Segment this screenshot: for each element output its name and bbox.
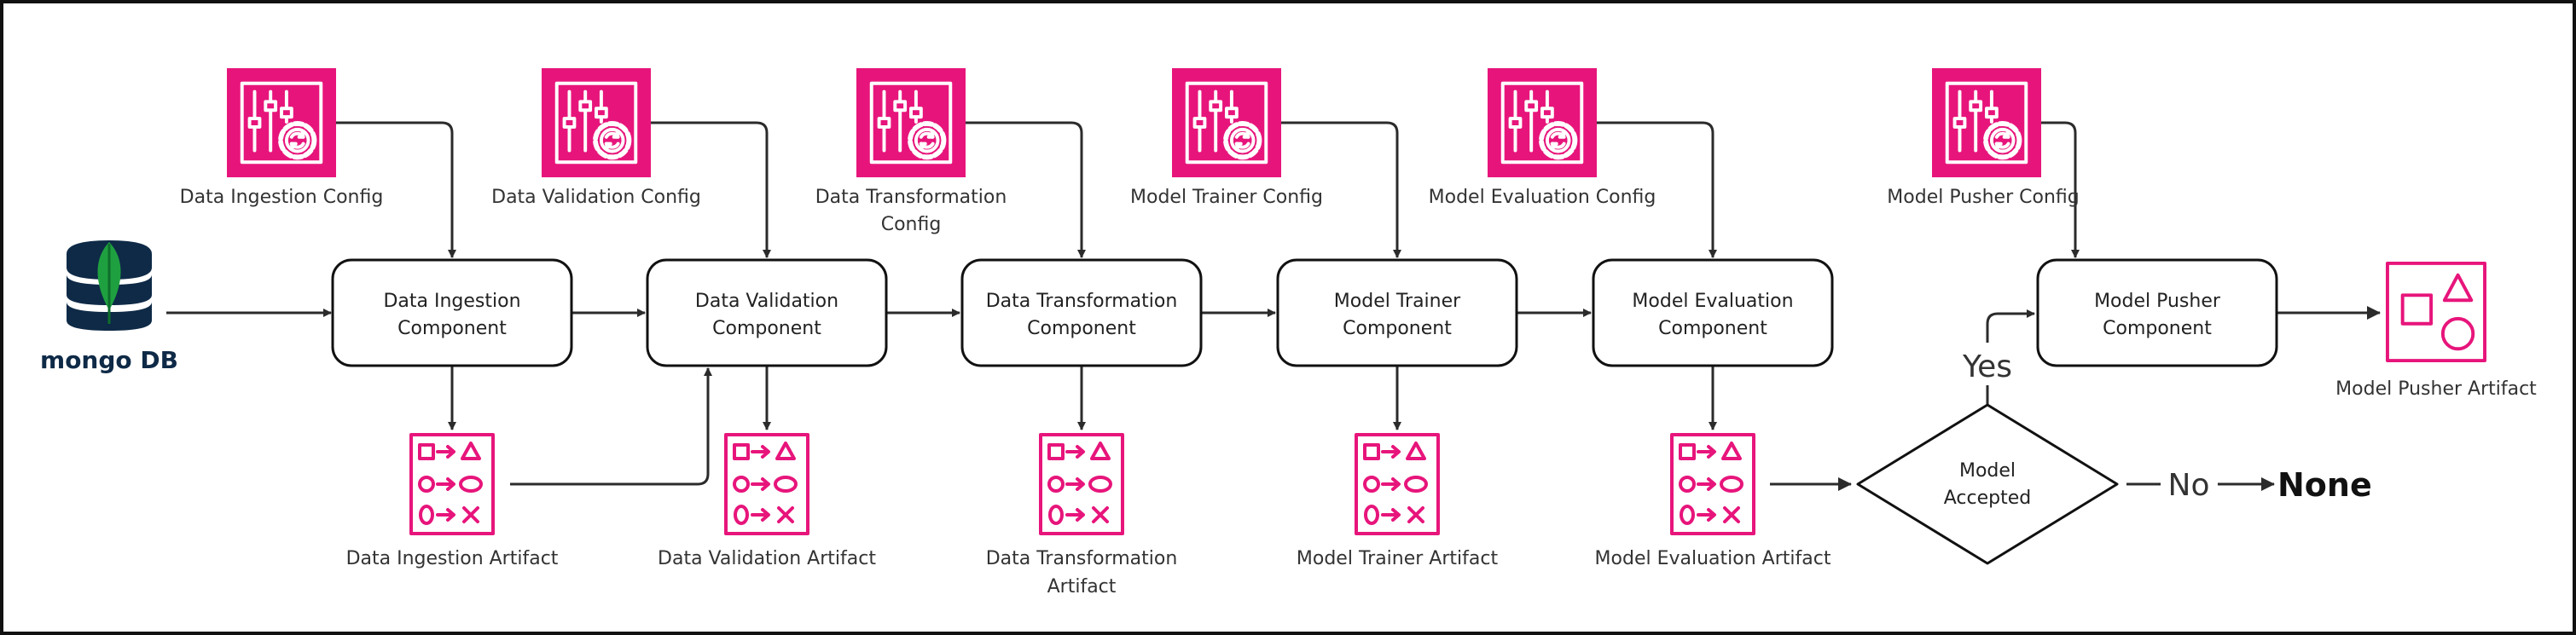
component-label-validation: Component (712, 318, 821, 339)
no-label: No (2168, 468, 2210, 503)
config-sliders-gear-icon (1172, 68, 1281, 177)
component-label-transformation: Data Transformation (986, 291, 1178, 312)
edge-ingestion-artifact-to-validation (510, 367, 712, 486)
config-sliders-gear-icon (227, 68, 336, 177)
decision-label: Accepted (1944, 488, 2031, 509)
decision-model-accepted (1856, 403, 2119, 565)
edge-config-to-validation (651, 121, 771, 258)
edge-config-to-trainer (1281, 121, 1401, 258)
decision-label: Model (1959, 460, 2016, 482)
component-label-ingestion: Data Ingestion (383, 291, 520, 312)
artifact-label-transformation: Data Transformation (986, 548, 1178, 569)
none-result: None (2277, 466, 2372, 504)
component-label-transformation: Component (1027, 318, 1136, 339)
edge-config-to-ingestion (336, 121, 456, 258)
edge-config-to-evaluation (1597, 121, 1717, 258)
config-sliders-gear-icon (856, 68, 966, 177)
component-box-transformation (960, 258, 1203, 367)
component-box-ingestion (331, 258, 573, 367)
edge-config-to-pusher (2041, 121, 2080, 258)
config-sliders-gear-icon (542, 68, 651, 177)
artifact-label-evaluation: Model Evaluation Artifact (1595, 548, 1831, 569)
artifact-label-trainer: Model Trainer Artifact (1297, 548, 1499, 569)
component-label-pusher: Component (2103, 318, 2212, 339)
config-label-transformation: Config (881, 214, 942, 235)
config-label-transformation: Data Transformation (815, 187, 1007, 208)
edge-config-to-transformation (966, 121, 1086, 258)
component-label-trainer: Component (1343, 318, 1452, 339)
mongodb-database-icon (65, 239, 154, 332)
config-label-pusher: Model Pusher Config (1887, 187, 2079, 208)
yes-label: Yes (1962, 349, 2012, 384)
component-label-pusher: Model Pusher (2094, 291, 2221, 312)
component-label-validation: Data Validation (695, 291, 838, 312)
component-box-evaluation (1592, 258, 1834, 367)
component-label-evaluation: Model Evaluation (1632, 291, 1793, 312)
config-label-ingestion: Data Ingestion Config (180, 187, 384, 208)
component-label-ingestion: Component (397, 318, 507, 339)
config-label-evaluation: Model Evaluation Config (1429, 187, 1656, 208)
config-label-trainer: Model Trainer Config (1130, 187, 1323, 208)
component-box-validation (646, 258, 888, 367)
component-box-pusher (2036, 258, 2278, 367)
artifact-label-pusher: Model Pusher Artifact (2335, 378, 2537, 400)
config-label-validation: Data Validation Config (491, 187, 701, 208)
component-label-trainer: Model Trainer (1334, 291, 1461, 312)
config-sliders-gear-icon (1932, 68, 2041, 177)
config-sliders-gear-icon (1488, 68, 1597, 177)
component-box-trainer (1276, 258, 1518, 367)
artifact-label-transformation: Artifact (1047, 576, 1117, 597)
edges (166, 121, 2381, 491)
component-label-evaluation: Component (1658, 318, 1767, 339)
artifact-label-ingestion: Data Ingestion Artifact (346, 548, 559, 569)
edge-yes-to-pusher (1986, 309, 2035, 343)
source-label: mongo DB (40, 346, 178, 374)
artifact-label-validation: Data Validation Artifact (658, 548, 876, 569)
